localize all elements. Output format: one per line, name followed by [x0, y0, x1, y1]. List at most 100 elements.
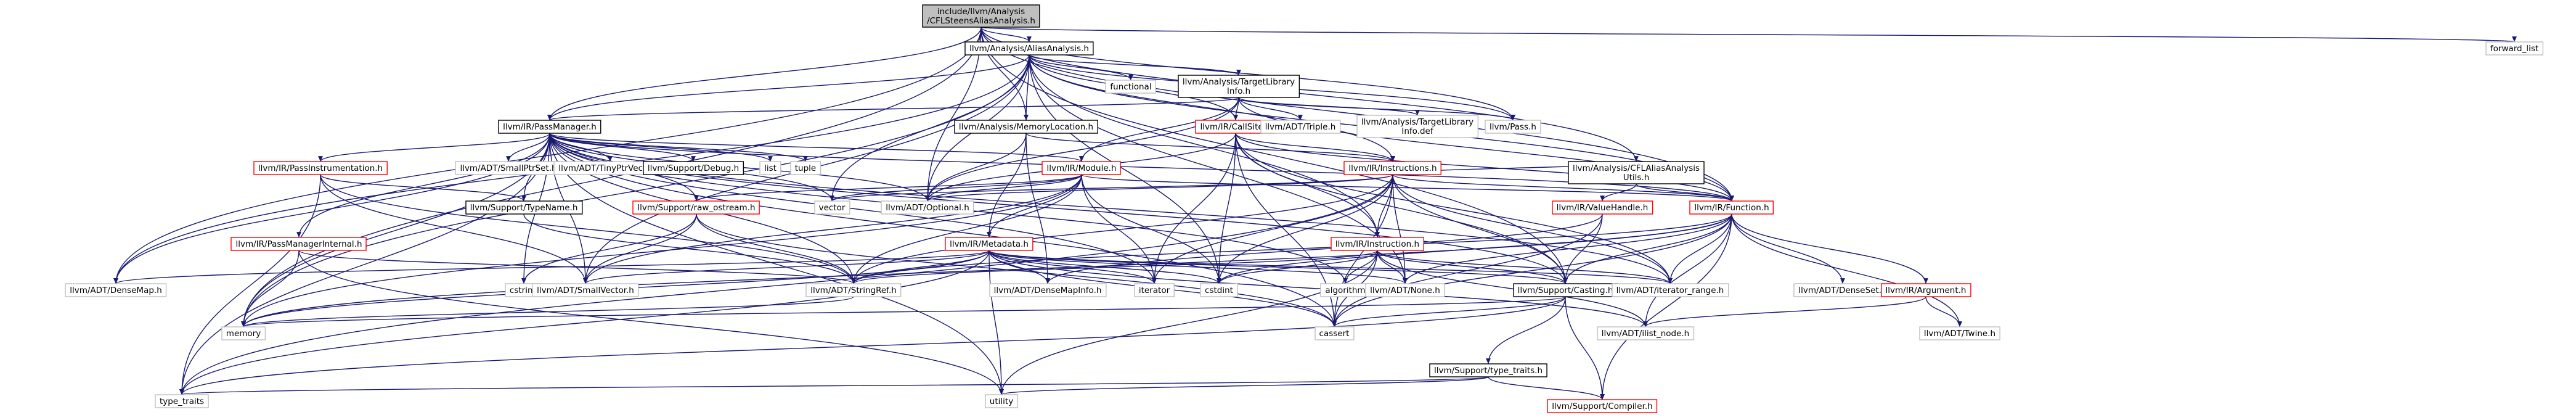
edge-function-to-cstdint — [1217, 213, 1732, 284]
edge-metadata-to-densemap — [113, 250, 990, 284]
node-label: Info.h — [1227, 86, 1250, 96]
node-tinyptr: llvm/ADT/TinyPtrVector.h — [553, 161, 667, 175]
node-pmi[interactable]: llvm/IR/PassManagerInternal.h — [230, 237, 367, 251]
node-label: llvm/IR/Argument.h — [1886, 286, 1967, 295]
node-root[interactable]: include/llvm/Analysis/CFLSteensAliasAnal… — [922, 4, 1040, 28]
node-box — [65, 283, 167, 297]
edge-instructions-to-casting — [1392, 174, 1568, 284]
node-label: llvm/Analysis/TargetLibrary — [1183, 77, 1295, 87]
edge-passmgr-to-passinstr — [318, 133, 550, 162]
node-callsite[interactable]: llvm/IR/CallSite.h — [1195, 120, 1276, 134]
edge-casting-to-compiler — [1565, 296, 1605, 400]
edge-function-to-denseset — [1731, 213, 1845, 284]
edge-aa-to-memloc — [1024, 54, 1030, 121]
node-casting[interactable]: llvm/Support/Casting.h — [1513, 283, 1618, 297]
edge-aa-to-functional — [1029, 54, 1133, 81]
node-label: llvm/ADT/ilist_node.h — [1602, 329, 1689, 339]
node-box — [1568, 161, 1705, 184]
node-passmgr[interactable]: llvm/IR/PassManager.h — [498, 120, 601, 134]
node-valuehandle[interactable]: llvm/IR/ValueHandle.h — [1552, 200, 1653, 215]
node-memloc[interactable]: llvm/Analysis/MemoryLocation.h — [954, 120, 1098, 134]
edge-root-to-passmgr — [547, 27, 982, 121]
edge-passmgr-to-type_traits — [179, 133, 550, 395]
node-smallptrset: llvm/ADT/SmallPtrSet.h — [455, 161, 561, 175]
node-label: llvm/Analysis/CFLAliasAnalysis — [1573, 163, 1700, 173]
node-typetraits[interactable]: llvm/Support/type_traits.h — [1429, 363, 1547, 377]
node-rawostream[interactable]: llvm/Support/raw_ostream.h — [632, 200, 760, 215]
node-pass: llvm/Pass.h — [1485, 120, 1541, 134]
node-function[interactable]: llvm/IR/Function.h — [1689, 200, 1774, 215]
node-cstdint: cstdint — [1200, 283, 1238, 297]
edge-callsite-to-iterator — [1152, 133, 1236, 284]
node-label: llvm/ADT/SmallPtrSet.h — [460, 163, 556, 173]
node-denseset: llvm/ADT/DenseSet.h — [1793, 283, 1891, 297]
node-argument[interactable]: llvm/IR/Argument.h — [1881, 283, 1971, 297]
node-instruction[interactable]: llvm/IR/Instruction.h — [1331, 237, 1424, 251]
node-box — [1365, 283, 1445, 297]
node-passinstr[interactable]: llvm/IR/PassInstrumentation.h — [253, 161, 388, 175]
node-box — [945, 237, 1033, 251]
node-label: llvm/ADT/SmallVector.h — [537, 286, 634, 295]
node-box — [805, 283, 902, 297]
node-label: tuple — [795, 163, 816, 173]
node-box — [759, 161, 781, 175]
edge-instruction-to-casting — [1377, 250, 1568, 284]
node-label: Utils.h — [1623, 173, 1650, 183]
edge-passinstr-to-stringref — [320, 174, 856, 284]
edge-module-to-rawostream — [694, 174, 1082, 202]
node-label: llvm/ADT/None.h — [1370, 286, 1440, 295]
edge-tli-to-optional — [925, 97, 1239, 202]
node-box — [465, 200, 583, 215]
edge-casting-to-typetraits — [1486, 296, 1566, 364]
edge-module-to-metadata — [987, 174, 1082, 238]
node-compiler[interactable]: llvm/Support/Compiler.h — [1547, 399, 1658, 413]
node-label: functional — [1110, 82, 1151, 92]
edge-casting-to-memory — [241, 296, 1566, 327]
node-typename[interactable]: llvm/Support/TypeName.h — [465, 200, 583, 215]
edge-instructions-to-iterrange — [1392, 174, 1673, 284]
edge-module-to-smallvector — [583, 174, 1082, 284]
edge-passinstr-to-type_traits — [179, 174, 321, 395]
edge-tli-to-passmgr — [547, 97, 1239, 121]
node-box — [922, 4, 1040, 28]
edge-typetraits-to-type_traits — [180, 376, 1489, 395]
node-instructions[interactable]: llvm/IR/Instructions.h — [1343, 161, 1441, 175]
node-list: list — [759, 161, 781, 175]
edge-rawostream-to-cstring — [521, 213, 697, 284]
edge-instruction-to-stringref — [851, 250, 1378, 284]
node-label: llvm/IR/Function.h — [1694, 203, 1769, 213]
node-metadata[interactable]: llvm/IR/Metadata.h — [945, 237, 1033, 251]
edge-typename-to-stringref — [523, 213, 856, 284]
node-label: llvm/IR/CallSite.h — [1200, 122, 1271, 132]
node-label: llvm/IR/Instructions.h — [1348, 163, 1437, 173]
node-label: llvm/ADT/DenseMap.h — [70, 286, 162, 295]
edge-aa-to-cstdint — [1029, 54, 1221, 284]
node-box — [1612, 283, 1729, 297]
edge-instruction-to-none — [1377, 250, 1408, 284]
edge-function-to-iterrange — [1668, 213, 1732, 284]
edge-callsite-to-iterrange — [1235, 133, 1673, 284]
node-module[interactable]: llvm/IR/Module.h — [1041, 161, 1121, 175]
node-box — [1689, 200, 1774, 215]
node-label: llvm/ADT/TinyPtrVector.h — [558, 163, 661, 173]
node-label: /CFLSteensAliasAnalysis.h — [927, 16, 1035, 26]
node-label: llvm/ADT/iterator_range.h — [1616, 286, 1724, 295]
node-optional: llvm/ADT/Optional.h — [881, 200, 974, 215]
edge-passmgr-to-utility — [549, 133, 1004, 395]
edge-instruction-to-iterrange — [1377, 250, 1673, 284]
node-box — [1552, 200, 1653, 215]
node-debug[interactable]: llvm/Support/Debug.h — [643, 161, 744, 175]
node-box — [230, 237, 367, 251]
edge-instructions-to-none — [1392, 174, 1408, 284]
node-box — [1547, 399, 1658, 413]
node-box — [1485, 120, 1541, 134]
node-aa[interactable]: llvm/Analysis/AliasAnalysis.h — [964, 41, 1094, 56]
node-label: llvm/ADT/DenseMapInfo.h — [994, 286, 1102, 295]
node-label: cassert — [1319, 329, 1350, 339]
edge-function-to-casting — [1563, 213, 1732, 284]
edge-function-to-ilistnode — [1643, 213, 1732, 327]
edge-metadata-to-utility — [988, 250, 1004, 395]
edge-valuehandle-to-densemapinfo — [1045, 213, 1603, 284]
